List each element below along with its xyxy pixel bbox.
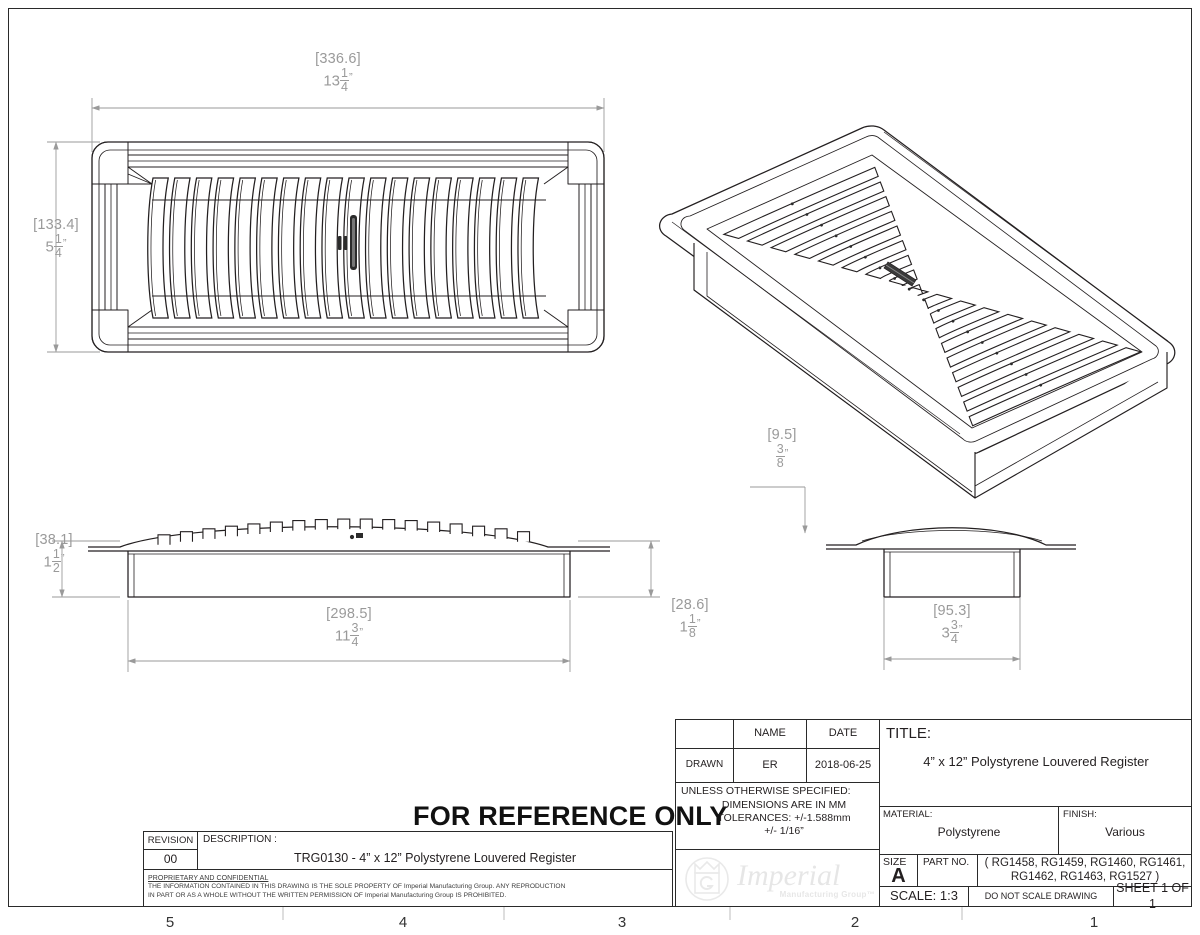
crown-shield-icon (685, 857, 729, 901)
date-header: DATE (828, 727, 858, 740)
do-not-scale-note: DO NOT SCALE DRAWING (984, 890, 1098, 901)
logo-tagline: Manufacturing Group™ (779, 890, 875, 899)
proprietary-line2: IN PART OR AS A WHOLE WITHOUT THE WRITTE… (148, 891, 507, 899)
dim-front-width-mm: [336.6] (315, 51, 361, 67)
unless-otherwise-specified: UNLESS OTHERWISE SPECIFIED: (681, 785, 851, 798)
dim-lip-mm: [9.5] (767, 427, 797, 443)
proprietary-line1: THE INFORMATION CONTAINED IN THIS DRAWIN… (148, 883, 566, 891)
finish-value: Various (1105, 824, 1145, 839)
tolerance-line-1: TOLERANCES: +/-1.588mm (717, 812, 851, 825)
part-no-line-2: RG1462, RG1463, RG1527 ) (1010, 871, 1160, 884)
zone-label-5: 5 (165, 914, 175, 931)
dim-flange-drop-mm: [28.6] (671, 597, 709, 613)
scale-value: SCALE: 1:3 (890, 888, 958, 904)
dim-side-height-mm: [38.1] (35, 532, 73, 548)
logo-brand: Imperial (737, 859, 841, 892)
drawn-date: 2018-06-25 (814, 758, 872, 771)
drawn-label: DRAWN (685, 759, 724, 771)
proprietary-notice: PROPRIETARY AND CONFIDENTIAL THE INFORMA… (148, 874, 565, 901)
dim-front-height-mm: [133.4] (33, 217, 79, 233)
zone-label-3: 3 (617, 914, 627, 931)
dimensions-in-mm: DIMENSIONS ARE IN MM (721, 799, 847, 812)
tolerance-line-2: +/- 1/16” (764, 825, 804, 838)
zone-label-1: 1 (1089, 914, 1099, 931)
part-no-label: PART NO. (923, 857, 970, 868)
title-label: TITLE: (886, 724, 932, 742)
iso-damper-lever (883, 261, 917, 287)
company-logo: Imperial Manufacturing Group™ (682, 855, 877, 903)
proprietary-heading: PROPRIETARY AND CONFIDENTIAL (148, 875, 269, 882)
name-header: NAME (754, 727, 786, 740)
dim-end-width-mm: [95.3] (933, 603, 971, 619)
drawn-name: ER (762, 758, 778, 771)
description-label: DESCRIPTION : (203, 833, 277, 845)
size-value: A (891, 864, 906, 887)
part-no-line-1: ( RG1458, RG1459, RG1460, RG1461, (984, 857, 1186, 870)
size-label: SIZE (883, 856, 907, 868)
finish-label: FINISH: (1063, 809, 1097, 820)
zone-label-2: 2 (850, 914, 860, 931)
title-value: 4” x 12” Polystyrene Louvered Register (923, 753, 1149, 769)
description-value: TRG0130 - 4” x 12” Polystyrene Louvered … (293, 850, 577, 865)
revision-value: 00 (163, 852, 178, 866)
revision-label: REVISION (147, 834, 194, 846)
damper-lever (338, 215, 357, 270)
material-value: Polystyrene (937, 824, 1001, 839)
zone-label-4: 4 (398, 914, 408, 931)
material-label: MATERIAL: (883, 809, 933, 820)
dim-side-width-mm: [298.5] (326, 606, 372, 622)
